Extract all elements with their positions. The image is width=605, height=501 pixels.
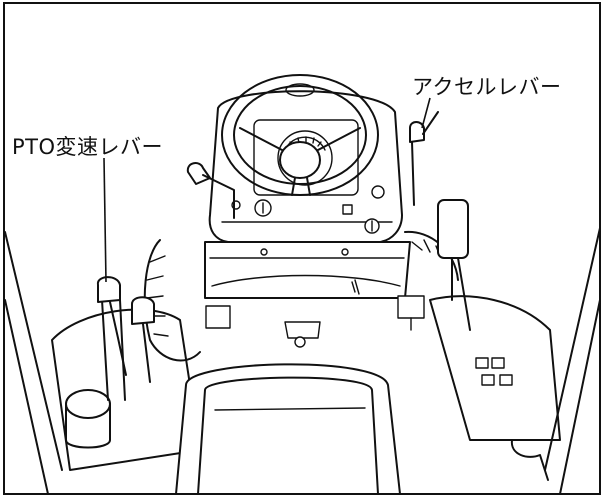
accelerator-leader-line: [421, 97, 431, 129]
right-mirror-post: [437, 199, 471, 331]
accelerator-lever: [409, 111, 439, 206]
left-rear-tyre: [143, 239, 201, 362]
pto-shift-lever: [96, 276, 155, 383]
pto-leader-line: [103, 157, 107, 283]
cab-pillars: [4, 227, 601, 495]
left-hand-lever: [186, 162, 235, 219]
left-fender-panel: [51, 299, 231, 471]
floor-plate: [284, 321, 321, 348]
operator-seat: [175, 363, 401, 495]
pto-shift-lever-label: PTO変速レバー: [12, 135, 164, 159]
accelerator-lever-label: アクセルレバー: [412, 75, 562, 99]
steering-wheel: [221, 74, 379, 196]
right-fender-panel: [397, 295, 561, 481]
